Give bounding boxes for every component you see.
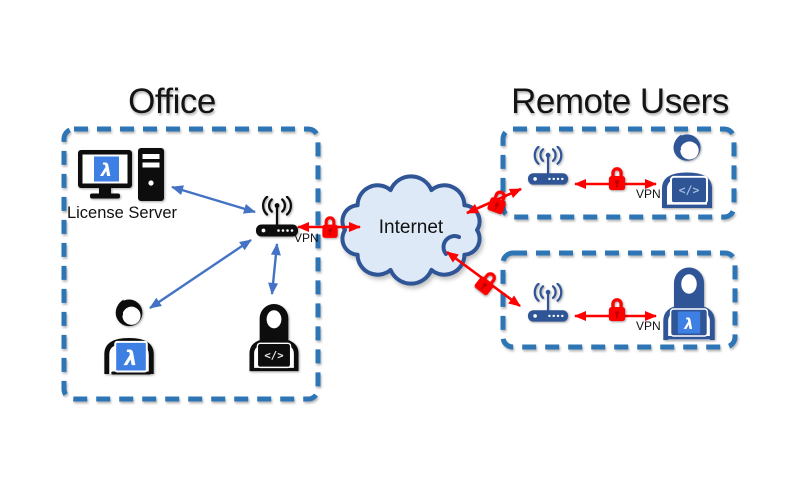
internet-cloud-shape (340, 174, 482, 286)
arrow-router-office-user-1 (149, 239, 252, 309)
remote-2-vpn-label: VPN (636, 319, 661, 333)
bricscad-logo: λ (683, 316, 693, 333)
remote-1-vpn-label: VPN (636, 187, 661, 201)
remote-user-2-icon: λ (663, 267, 715, 340)
vpn-lock-office-icon (320, 212, 340, 240)
office-user-bricscad-icon: λ (104, 299, 154, 375)
remote-users-title: Remote Users (511, 82, 729, 121)
remote-router-2-icon (526, 283, 570, 325)
internet-label: Internet (378, 217, 444, 238)
server-tower-icon (138, 148, 164, 201)
remote-router-1-icon (526, 146, 570, 188)
license-server-label: License Server (66, 204, 178, 222)
code-icon: </> (679, 183, 700, 197)
office-user-developer-icon: </> (249, 304, 299, 372)
desktop-monitor-icon: λ (78, 150, 132, 199)
remote-user-1-icon: </> (662, 134, 712, 209)
vpn-lock-remote-1-icon (606, 163, 628, 192)
office-title: Office (128, 82, 216, 121)
arrow-router-office-user-2 (268, 243, 281, 295)
office-boundary-box (61, 126, 321, 402)
code-icon: </> (264, 349, 283, 362)
bricscad-logo: λ (100, 160, 112, 181)
office-vpn-label: VPN (294, 231, 319, 245)
bricscad-logo: λ (123, 346, 137, 370)
vpn-lock-remote-2-icon (606, 294, 628, 323)
arrow-license-server-router (171, 185, 256, 214)
license-server-icon: λ (78, 148, 164, 201)
remote-site-1-boundary-box (500, 126, 737, 220)
